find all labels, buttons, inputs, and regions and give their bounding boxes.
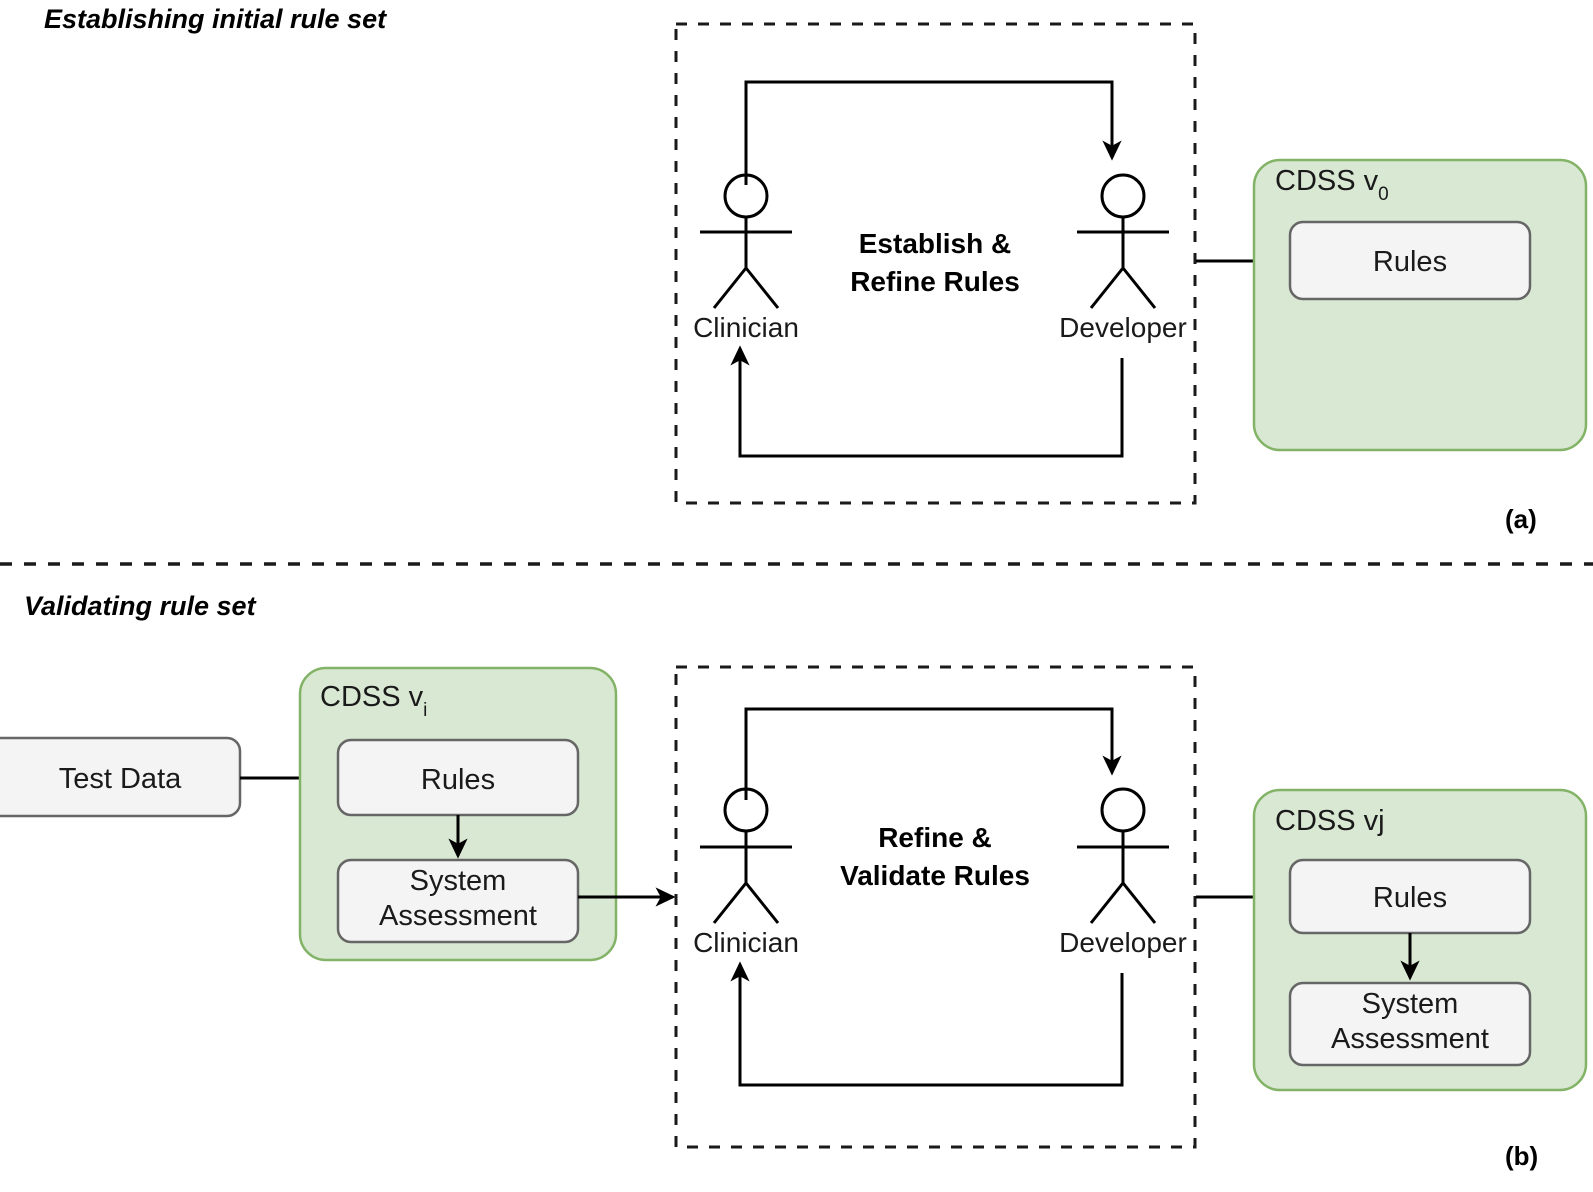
panel-a-developer-actor-icon [1077,173,1169,309]
panel-b-title: Validating rule set [24,591,257,621]
panel-b-collaboration-region [674,665,1197,1149]
panel-a-loop-label-line1: Establish & [859,228,1011,259]
panel-b-test-data-label: Test Data [59,763,182,795]
panel-b: Validating rule set Test Data CDSS vi Ru… [0,591,1588,1171]
panel-a-clinician-label: Clinician [693,312,799,343]
panel-a-developer-label: Developer [1059,312,1187,343]
panel-a-arrow-developer-to-clinician [730,345,1124,458]
panel-b-arrow-clinician-to-developer [744,707,1122,800]
panel-a-rules-label: Rules [1373,246,1447,278]
panel-b-loop-label-line1: Refine & [878,822,992,853]
panel-a-arrow-clinician-to-developer [744,80,1122,185]
panel-a-letter: (a) [1505,504,1537,534]
panel-b-vj-rules-label: Rules [1373,882,1447,914]
panel-a-loop-label-line2: Refine Rules [850,266,1020,297]
panel-a-cdss-v0-group [1252,158,1588,452]
panel-a: Establishing initial rule set Clinician … [44,4,1588,534]
panel-b-vj-assessment-box [1288,981,1532,1067]
panel-b-vi-assessment-label-line1: System [410,865,507,897]
panel-b-loop-label-line2: Validate Rules [840,860,1030,891]
panel-a-collaboration-region [674,22,1197,505]
panel-b-developer-label: Developer [1059,927,1187,958]
panel-b-vi-assessment-label-line2: Assessment [379,900,537,932]
panel-b-vi-assessment-box [336,858,580,944]
panel-b-clinician-label: Clinician [693,927,799,958]
panel-b-letter: (b) [1505,1141,1538,1171]
panel-b-clinician-actor-icon [700,787,792,924]
panel-b-developer-actor-icon [1077,787,1169,924]
panel-a-cdss-v0-label: CDSS v0 [1275,165,1389,205]
panel-b-vi-rules-label: Rules [421,764,495,796]
panel-a-rules-box [1288,220,1532,301]
panel-b-cdss-vi-label: CDSS vi [320,681,427,721]
panel-b-vj-assessment-label-line1: System [1362,988,1459,1020]
panel-b-arrow-developer-to-clinician [730,961,1124,1087]
panel-a-title: Establishing initial rule set [44,4,387,34]
panel-a-clinician-actor-icon [700,173,792,309]
panel-b-vj-assessment-label-line2: Assessment [1331,1023,1489,1055]
panel-b-cdss-vj-label: CDSS vj [1275,805,1385,837]
